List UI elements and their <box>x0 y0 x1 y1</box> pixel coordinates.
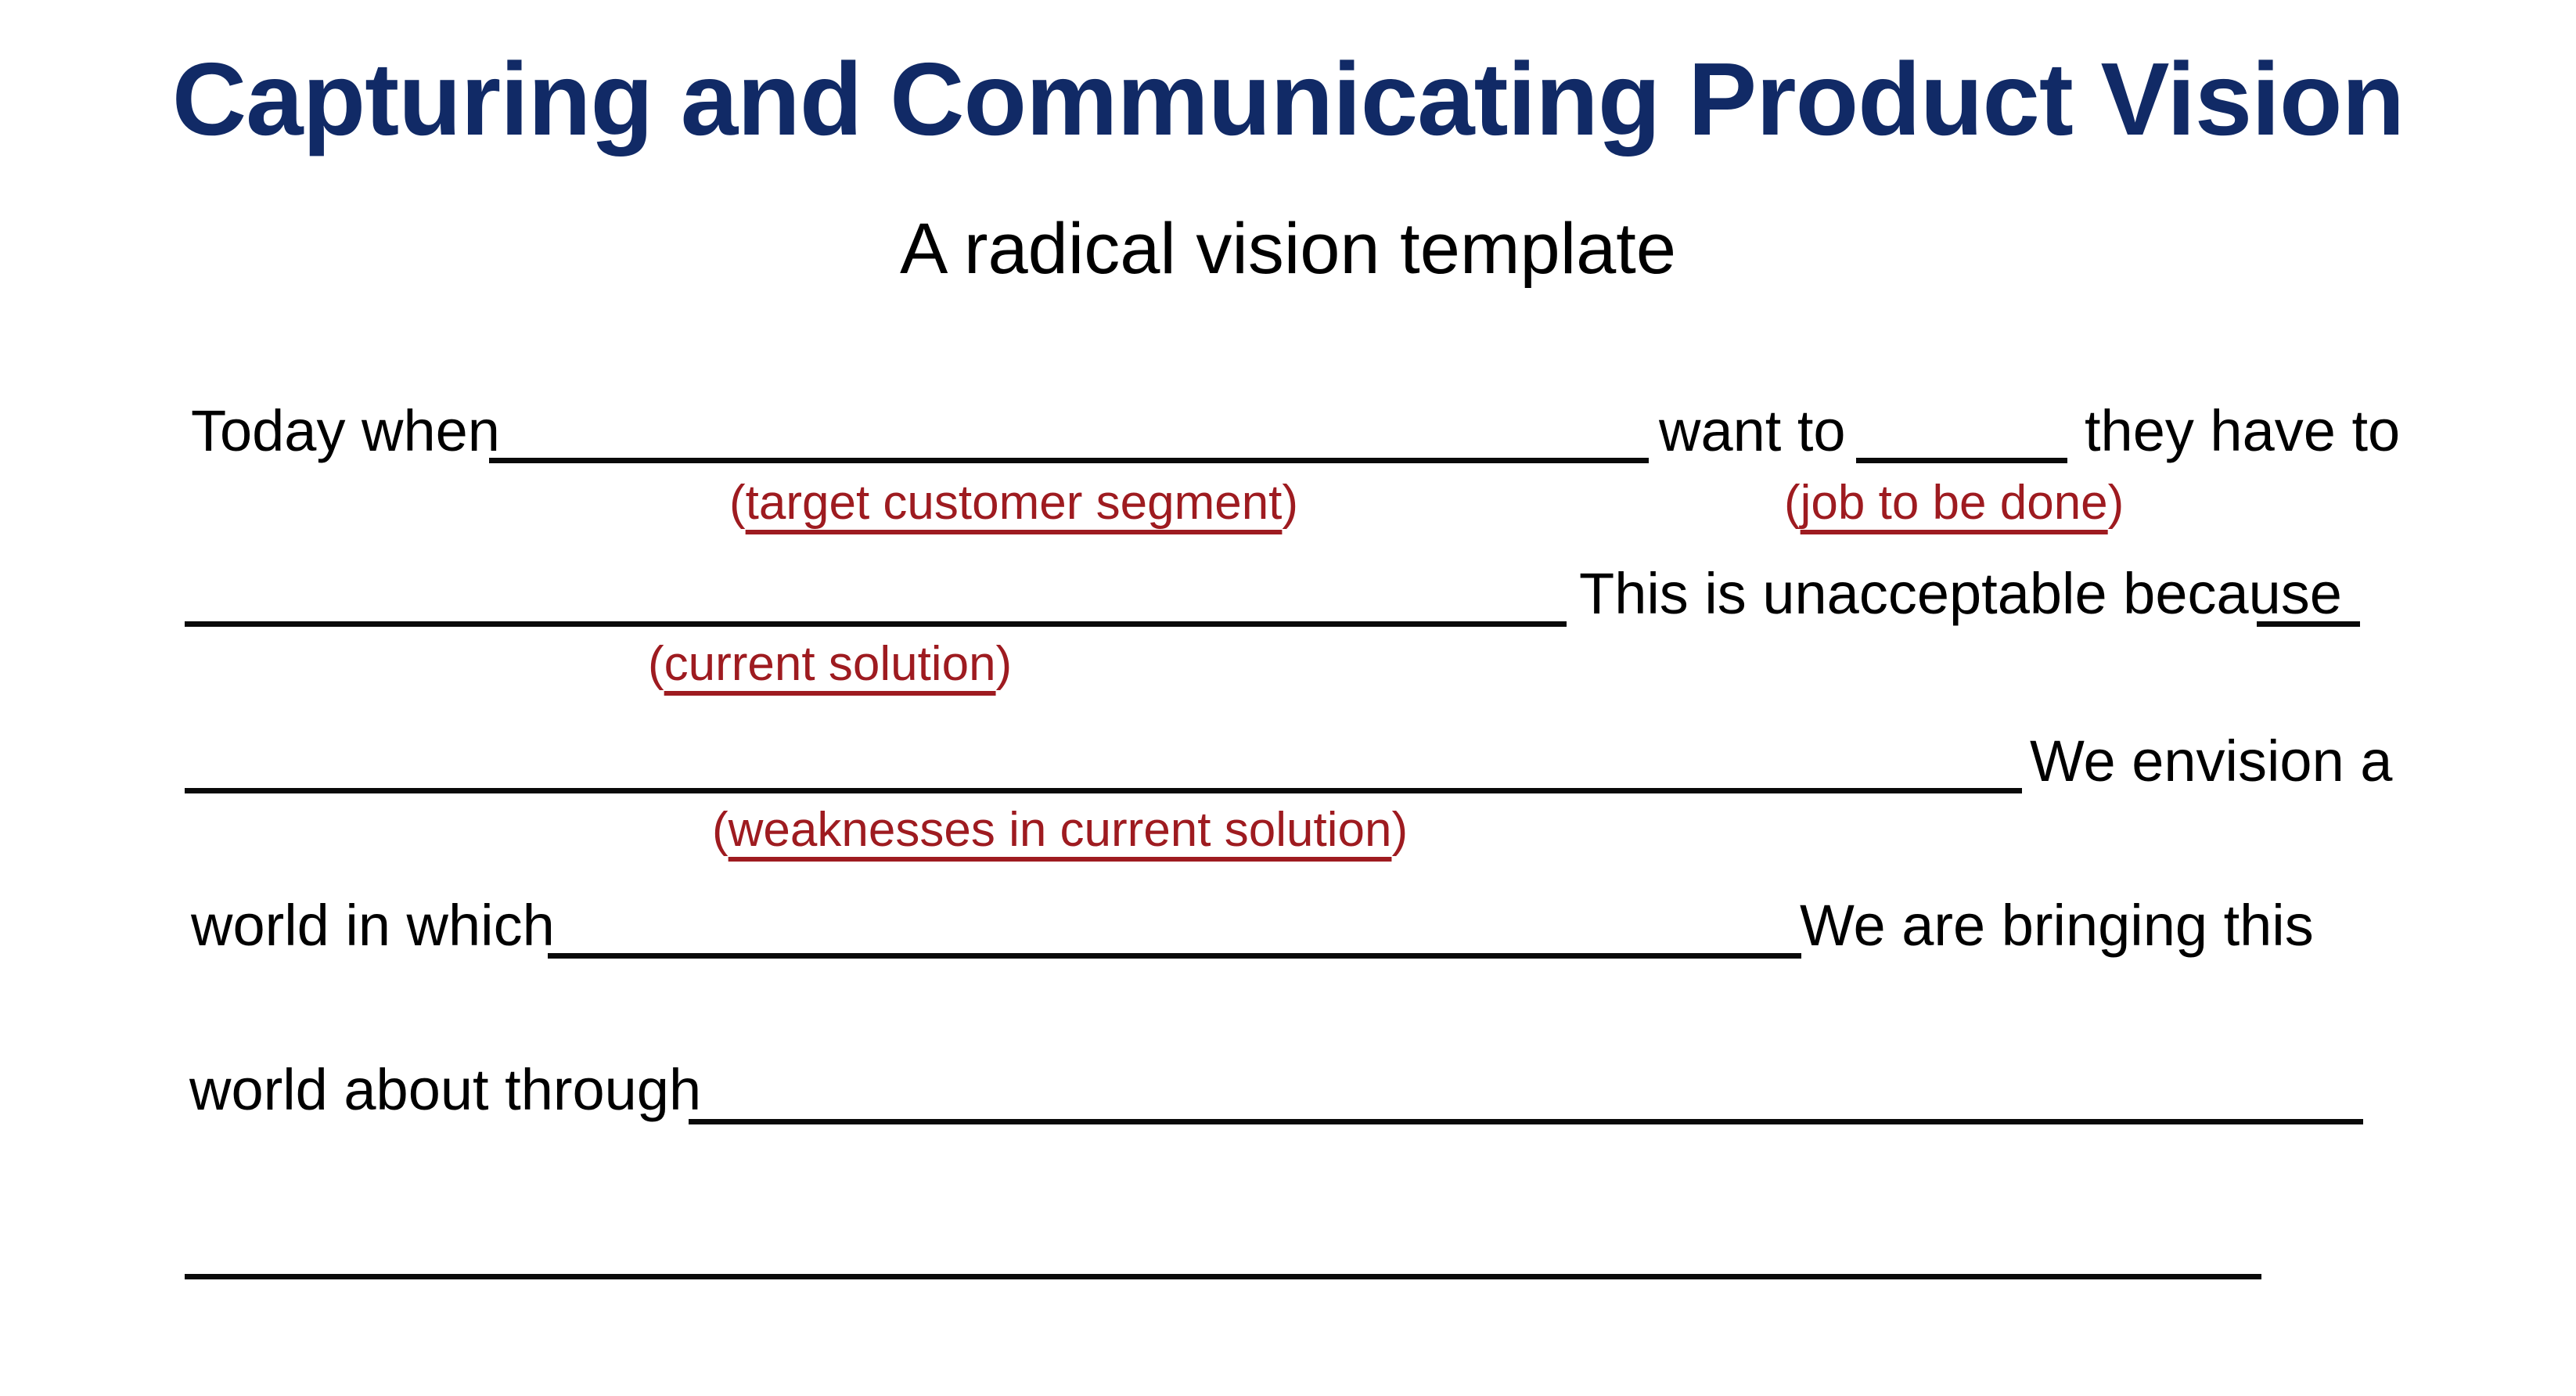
text-today-when: Today when <box>191 398 500 463</box>
text-want-to: want to <box>1659 398 1846 463</box>
blank-line-1[interactable] <box>489 458 1649 463</box>
blank-line-6[interactable] <box>548 953 1801 959</box>
page-title: Capturing and Communicating Product Visi… <box>171 41 2405 157</box>
blank-line-2[interactable] <box>1856 458 2067 463</box>
hint-job-to-be-done: (job to be done) <box>1784 479 2124 527</box>
hint-close-paren: ) <box>1391 803 1409 857</box>
hint-text-current-solution: current solution <box>664 637 996 691</box>
blank-line-5[interactable] <box>185 788 2022 793</box>
hint-weaknesses-in-current-solution: (weaknesses in current solution) <box>712 806 1408 855</box>
text-we-are-bringing-this: We are bringing this <box>1800 893 2314 958</box>
text-this-is-unacceptable-because: This is unacceptable because <box>1579 561 2342 626</box>
blank-line-8[interactable] <box>185 1274 2261 1279</box>
blank-line-7[interactable] <box>689 1119 2363 1124</box>
hint-text-target-customer-segment: target customer segment <box>745 476 1283 530</box>
page-subtitle: A radical vision template <box>899 209 1677 289</box>
text-world-about-through: world about through <box>189 1057 702 1122</box>
hint-open-paren: ( <box>648 637 664 691</box>
hint-open-paren: ( <box>729 476 746 530</box>
hint-target-customer-segment: (target customer segment) <box>729 479 1298 527</box>
text-we-envision-a: We envision a <box>2030 729 2393 793</box>
hint-text-job-to-be-done: job to be done <box>1800 476 2108 530</box>
hint-open-paren: ( <box>712 803 729 857</box>
text-world-in-which: world in which <box>191 893 555 958</box>
hint-text-weaknesses-in-current-solution: weaknesses in current solution <box>728 803 1392 857</box>
hint-open-paren: ( <box>1784 476 1801 530</box>
blank-line-4[interactable] <box>2257 621 2360 627</box>
hint-close-paren: ) <box>2107 476 2124 530</box>
text-they-have-to: they have to <box>2085 398 2401 463</box>
blank-line-3[interactable] <box>185 621 1567 627</box>
hint-close-paren: ) <box>995 637 1013 691</box>
hint-close-paren: ) <box>1282 476 1299 530</box>
hint-current-solution: (current solution) <box>648 640 1012 689</box>
